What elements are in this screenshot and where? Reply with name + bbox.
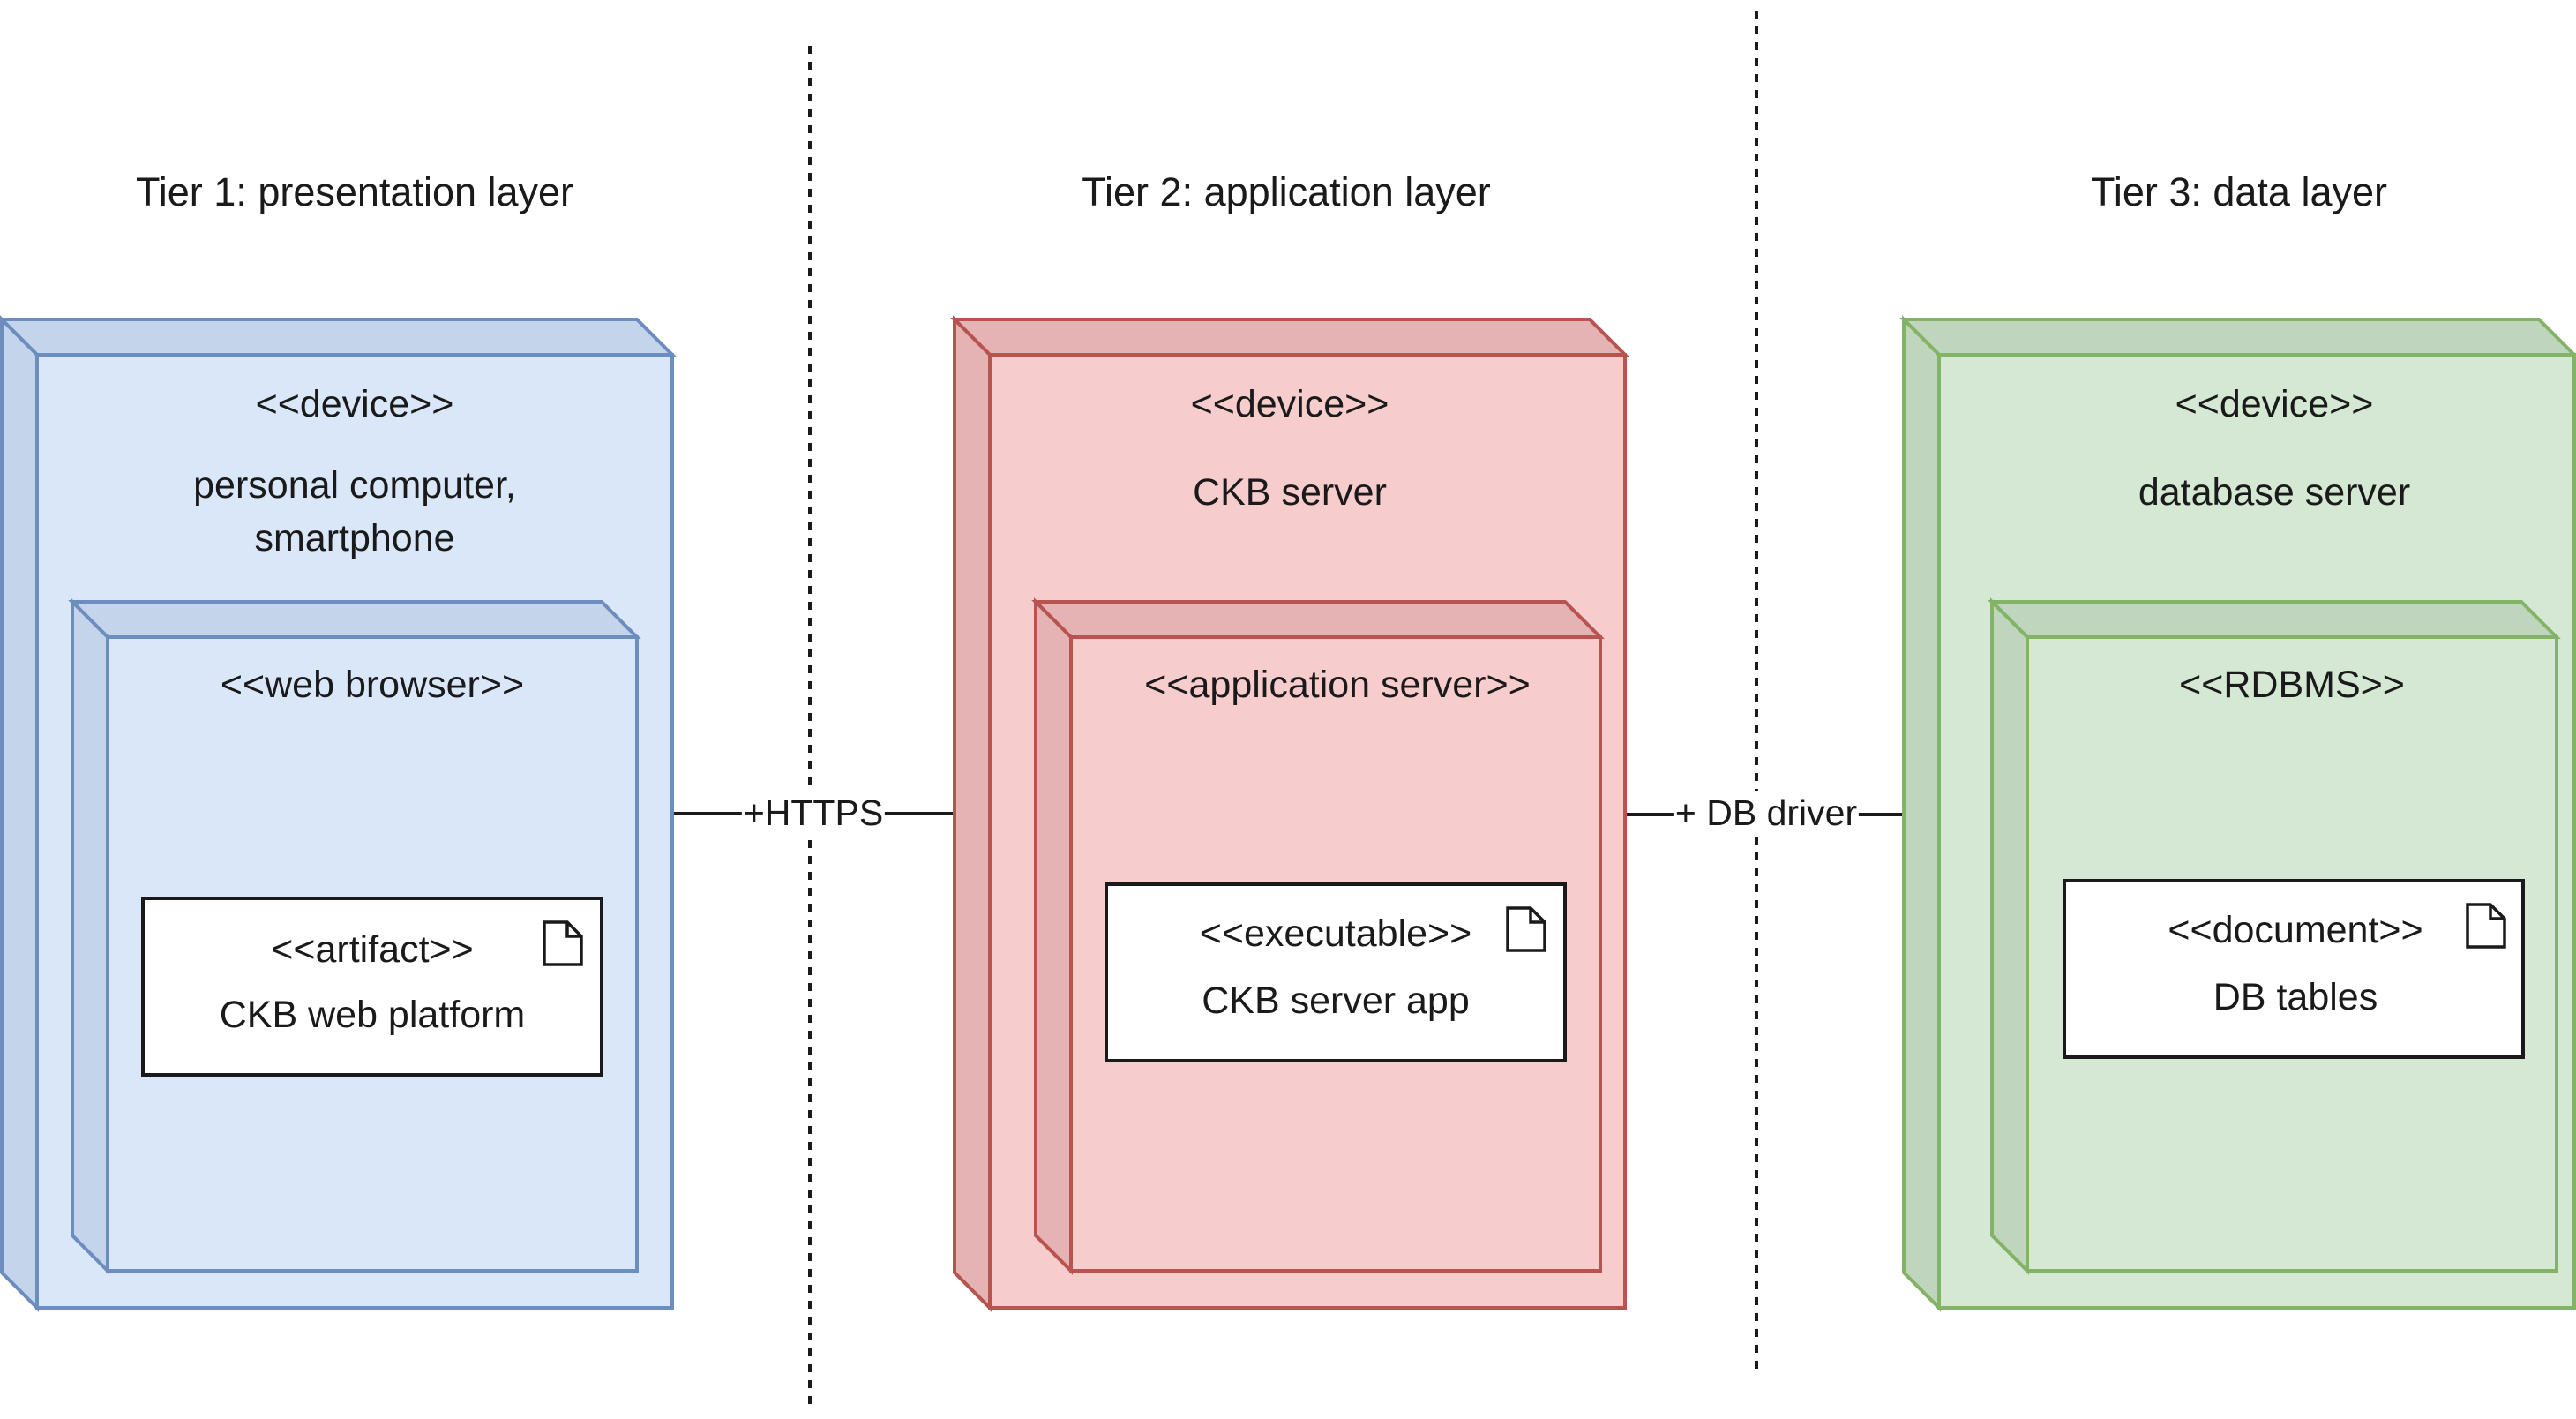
artifact-box-db-tables[interactable]: [2063, 879, 2525, 1059]
artifact-stereotype: <<artifact>>: [271, 928, 474, 971]
container-stereotype: <<web browser>>: [220, 664, 525, 706]
device-name-line-2: smartphone: [254, 517, 455, 559]
container-stereotype: <<RDBMS>>: [2179, 664, 2405, 706]
container-node-side-face: [71, 597, 109, 1275]
tier-1-title: Tier 1: presentation layer: [135, 169, 574, 214]
device-name: CKB server: [1193, 471, 1387, 514]
connector-label-db-driver: + DB driver: [1673, 791, 1860, 837]
container-stereotype: <<application server>>: [1144, 664, 1531, 706]
device-node-side-face: [953, 315, 992, 1312]
device-node-top-face: [1899, 318, 2576, 357]
device-node-top-face: [950, 318, 1629, 357]
container-node-top-face: [68, 600, 641, 639]
tier-3-title: Tier 3: data layer: [2091, 169, 2387, 214]
device-stereotype: <<device>>: [255, 383, 454, 425]
artifact-name: CKB server app: [1202, 980, 1470, 1022]
document-icon: [2466, 903, 2506, 949]
connector-label-https: +HTTPS: [741, 791, 886, 837]
artifact-stereotype: <<document>>: [2168, 909, 2423, 951]
container-node-side-face: [1034, 597, 1073, 1275]
document-icon: [543, 920, 583, 966]
device-node-side-face: [1902, 315, 1941, 1312]
device-node-side-face: [0, 315, 39, 1312]
container-node-top-face: [1988, 600, 2561, 639]
artifact-box-server-app[interactable]: [1105, 882, 1567, 1062]
container-node-top-face: [1031, 600, 1605, 639]
device-stereotype: <<device>>: [1190, 383, 1389, 425]
tier-2-title: Tier 2: application layer: [1082, 169, 1491, 214]
artifact-name: DB tables: [2213, 976, 2378, 1018]
device-name: personal computer,: [193, 464, 516, 507]
document-icon: [1506, 906, 1546, 952]
artifact-stereotype: <<executable>>: [1199, 912, 1472, 955]
device-node-top-face: [0, 318, 677, 357]
container-node-side-face: [1990, 597, 2029, 1275]
artifact-box-web-platform[interactable]: [141, 897, 603, 1077]
device-stereotype: <<device>>: [2175, 383, 2374, 425]
artifact-name: CKB web platform: [219, 994, 526, 1036]
device-name: database server: [2138, 471, 2411, 514]
